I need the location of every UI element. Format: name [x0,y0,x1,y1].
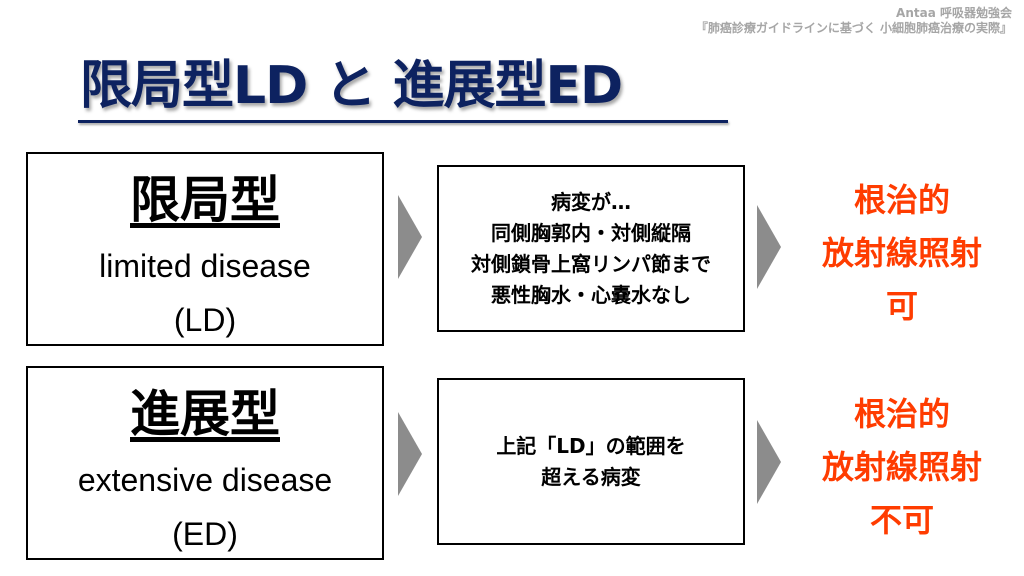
ld-abbr: (LD) [173,302,237,338]
ld-criteria-box: 病変が… 同側胸郭内・対側縦隔 対側鎖骨上窩リンパ節まで 悪性胸水・心嚢水なし [437,165,745,332]
chevron-right-icon [757,420,781,504]
criteria-line: 上記「LD」の範囲を [496,433,686,458]
ld-name: 限局型 [130,171,280,229]
header-series-title: 『肺癌診療ガイドラインに基づく 小細胞肺癌治療の実際』 [695,21,1012,35]
ed-english: extensive disease [77,462,333,498]
chevron-right-icon [398,412,422,496]
verdict-line: 根治的 [853,395,950,433]
verdict-line: 可 [885,287,918,325]
ed-criteria-box: 上記「LD」の範囲を 超える病変 [437,378,745,545]
ed-abbr: (ED) [172,516,238,552]
ed-box: 進展型 extensive disease (ED) [26,366,384,560]
criteria-line: 対側鎖骨上窩リンパ節まで [471,251,711,276]
verdict-line: 根治的 [853,181,950,219]
ld-english: limited disease [99,248,311,284]
criteria-line: 病変が… [551,189,631,214]
chevron-right-icon [757,205,781,289]
verdict-line: 放射線照射 [821,234,982,272]
criteria-line: 悪性胸水・心嚢水なし [491,282,691,307]
ld-box: 限局型 limited disease (LD) [26,152,384,346]
slide-title: 限局型LD と 進展型ED [80,56,623,116]
title-underline [78,120,728,123]
criteria-line: 超える病変 [541,464,641,489]
verdict-line: 放射線照射 [821,448,982,486]
verdict-line: 不可 [869,501,934,539]
ld-verdict: 根治的 放射線照射 可 [800,174,1004,333]
chevron-right-icon [398,195,422,279]
ed-name: 進展型 [130,385,280,443]
criteria-line: 同側胸郭内・対側縦隔 [491,220,691,245]
ed-verdict: 根治的 放射線照射 不可 [800,388,1004,547]
header-organizer: Antaa 呼吸器勉強会 [896,6,1012,20]
